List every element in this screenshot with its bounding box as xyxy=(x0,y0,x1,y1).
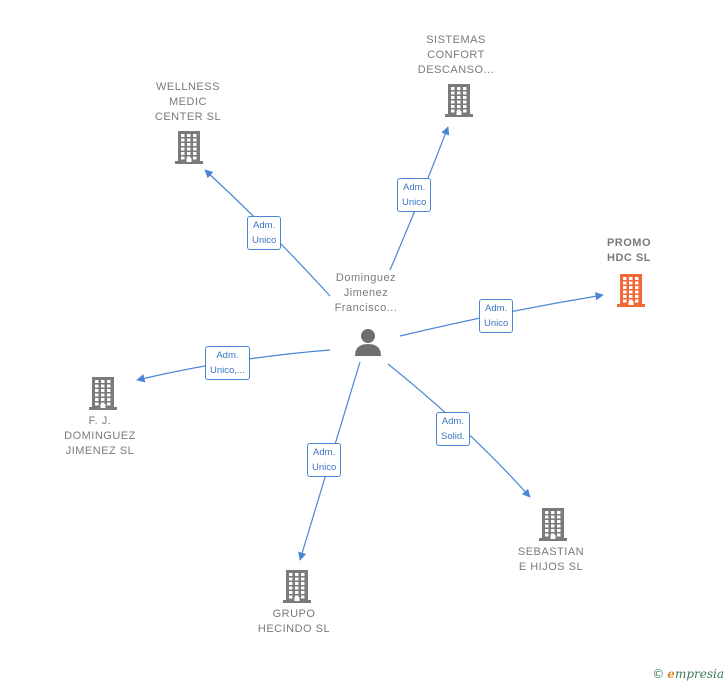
role-label-sistemas: Adm. Unico xyxy=(397,178,432,212)
brand-name: mpresia xyxy=(674,667,724,681)
role-label-fj: Adm. Unico,... xyxy=(205,346,250,380)
company-name-grupo[interactable]: GRUPO HECINDO SL xyxy=(257,608,331,635)
role-label-wellness: Adm. Unico xyxy=(247,216,282,250)
company-name-wellness[interactable]: WELLNESS MEDIC CENTER SL xyxy=(154,81,222,123)
building-icon[interactable] xyxy=(615,272,647,313)
brand-initial: e xyxy=(667,667,675,681)
building-icon[interactable] xyxy=(281,568,313,609)
role-label-sebastian: Adm. Solid. xyxy=(436,412,470,446)
empresia-logo[interactable]: ©empresia xyxy=(652,667,724,681)
building-icon[interactable] xyxy=(87,375,119,416)
person-icon[interactable] xyxy=(353,327,383,357)
company-name-promo[interactable]: PROMO HDC SL xyxy=(606,237,652,264)
company-name-fj[interactable]: F. J. DOMINGUEZ JIMENEZ SL xyxy=(64,415,136,457)
role-label-promo: Adm. Unico xyxy=(479,299,514,333)
copyright-symbol: © xyxy=(652,667,665,681)
building-icon[interactable] xyxy=(443,82,475,123)
company-name-sistemas[interactable]: SISTEMAS CONFORT DESCANSO... xyxy=(417,34,495,76)
building-icon[interactable] xyxy=(173,129,205,170)
company-name-sebastian[interactable]: SEBASTIAN E HIJOS SL xyxy=(517,546,585,573)
person-name[interactable]: Dominguez Jimenez Francisco... xyxy=(334,272,398,314)
role-label-grupo: Adm. Unico xyxy=(307,443,342,477)
building-icon[interactable] xyxy=(537,506,569,547)
